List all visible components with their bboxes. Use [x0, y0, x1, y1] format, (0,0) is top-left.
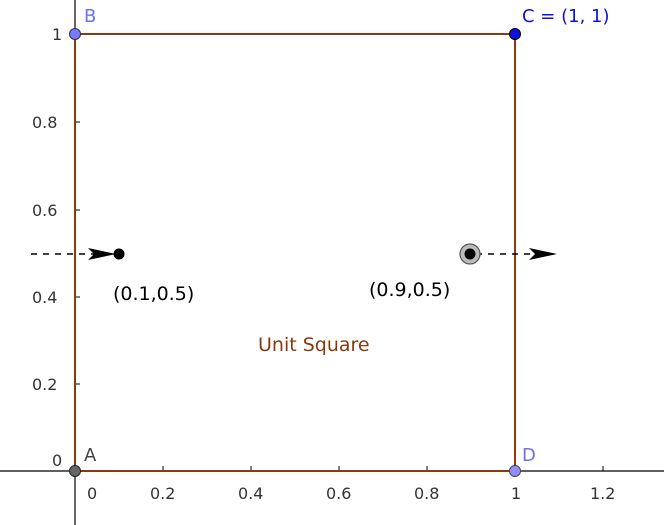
x-tick-label-1.2: 1.2: [590, 484, 615, 503]
vertex-A[interactable]: [69, 465, 81, 477]
vertex-D-label: D: [522, 445, 536, 466]
y-tick-label-0.2: 0.2: [32, 375, 57, 394]
vertex-D[interactable]: [509, 465, 521, 477]
vertex-C-label: C = (1, 1): [522, 6, 610, 27]
vertex-B[interactable]: [69, 28, 81, 40]
unit-square-label: Unit Square: [258, 334, 370, 356]
y-tick-label-0.4: 0.4: [32, 288, 57, 307]
point-0.1-0.5[interactable]: [113, 248, 125, 260]
y-tick-label-0.6: 0.6: [32, 201, 57, 220]
vertex-A-label: A: [84, 445, 97, 466]
x-tick-label-1: 1: [511, 484, 521, 503]
x-tick-label-0: 0: [87, 484, 97, 503]
point-0.9-0.5-label: (0.9,0.5): [369, 279, 450, 301]
x-tick-label-0.8: 0.8: [414, 484, 439, 503]
y-tick-label-0: 0: [52, 451, 62, 470]
x-tick-label-0.2: 0.2: [150, 484, 175, 503]
point-0.1-0.5-label: (0.1,0.5): [113, 283, 194, 305]
y-tick-label-0.8: 0.8: [32, 113, 57, 132]
vertex-C[interactable]: [509, 28, 521, 40]
point-0.9-0.5[interactable]: [464, 248, 476, 260]
y-tick-label-1: 1: [52, 25, 62, 44]
x-tick-label-0.4: 0.4: [238, 484, 263, 503]
x-tick-label-0.6: 0.6: [326, 484, 351, 503]
unit-square[interactable]: [74, 33, 516, 472]
vertex-B-label: B: [84, 6, 96, 27]
